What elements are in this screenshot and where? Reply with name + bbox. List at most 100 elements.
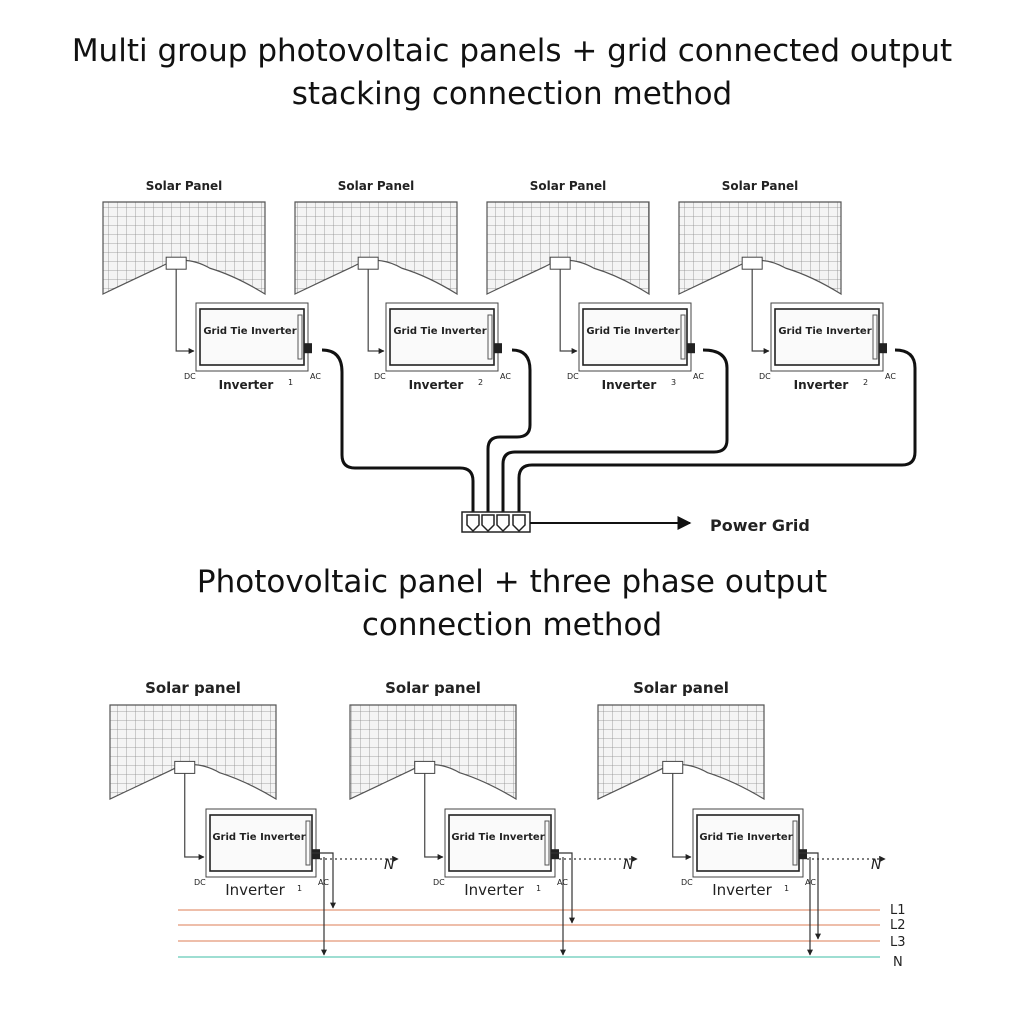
solar-panel-label: Solar Panel	[722, 179, 799, 193]
ac-cable-1	[321, 348, 475, 512]
ac-cable-3	[501, 348, 729, 512]
inverter-box	[582, 308, 688, 366]
inverter-caption: Inverter	[409, 378, 464, 392]
inverter-label: Grid Tie Inverter	[586, 326, 679, 337]
junction-box	[165, 256, 187, 270]
inverter-fin	[792, 820, 798, 866]
phase-label-l3: L3	[890, 935, 906, 950]
dc-wire	[367, 269, 385, 354]
ac-label: AC	[885, 372, 896, 381]
grid-combiner-box	[461, 511, 692, 533]
junction-box	[174, 760, 196, 774]
inverter-fin	[487, 314, 493, 360]
inverter-caption: Inverter	[464, 881, 524, 899]
inverter-caption: Inverter	[712, 881, 772, 899]
phase-label-n: N	[893, 955, 903, 970]
dc-label: DC	[184, 372, 196, 381]
inverter-box	[696, 814, 800, 872]
inverter-label: Grid Tie Inverter	[393, 326, 486, 337]
dc-label: DC	[374, 372, 386, 381]
solar-panel-label: Solar panel	[633, 679, 729, 697]
ac-connector	[687, 343, 695, 354]
inverter-label: Grid Tie Inverter	[451, 832, 544, 843]
dc-wire	[559, 269, 578, 354]
solar-panel-label: Solar panel	[385, 679, 481, 697]
phase-drop-wire	[312, 852, 336, 909]
inverter-box	[209, 814, 313, 872]
ac-connector	[494, 343, 502, 354]
dc-label: DC	[681, 878, 693, 887]
inverter-number: 1	[297, 884, 302, 893]
inverter-label: Grid Tie Inverter	[212, 832, 305, 843]
inverter-box	[199, 308, 305, 366]
ac-connector	[304, 343, 312, 354]
inverter-number: 3	[671, 378, 676, 387]
dc-wire	[424, 773, 444, 860]
neutral-marker: N	[623, 857, 634, 873]
inverter-fin	[297, 314, 303, 360]
inverter-label: Grid Tie Inverter	[699, 832, 792, 843]
solar-panel-label: Solar Panel	[530, 179, 607, 193]
inverter-fin	[544, 820, 550, 866]
ac-connector	[551, 849, 559, 860]
dc-wire	[751, 269, 770, 354]
solar-panel-label: Solar Panel	[338, 179, 415, 193]
inverter-fin	[872, 314, 878, 360]
inverter-number: 2	[478, 378, 483, 387]
top-title-line-1: Multi group photovoltaic panels + grid c…	[71, 33, 953, 69]
top-diagram-title: Multi group photovoltaic panels + grid c…	[0, 30, 1024, 116]
ac-cable-4	[517, 348, 917, 512]
bottom-title-line-1: Photovoltaic panel + three phase output	[196, 564, 828, 600]
inverter-number: 1	[784, 884, 789, 893]
inverter-box	[448, 814, 552, 872]
inverter-caption: Inverter	[602, 378, 657, 392]
inverter-caption: Inverter	[219, 378, 274, 392]
solar-panel-label: Solar Panel	[146, 179, 223, 193]
power-grid-label: Power Grid	[710, 516, 810, 535]
solar-panel	[109, 704, 277, 801]
solar-panel	[102, 201, 266, 296]
dc-label: DC	[433, 878, 445, 887]
junction-box	[662, 760, 684, 774]
ac-connector	[312, 849, 320, 860]
phase-label-l1: L1	[890, 903, 906, 918]
solar-panel	[294, 201, 458, 296]
solar-panel-label: Solar panel	[145, 679, 241, 697]
ac-label: AC	[500, 372, 511, 381]
dc-wire	[672, 773, 692, 860]
inverter-box	[389, 308, 495, 366]
bottom-title-line-2: connection method	[361, 607, 663, 643]
dc-wire	[184, 773, 205, 860]
inverter-number: 1	[536, 884, 541, 893]
junction-box	[414, 760, 436, 774]
inverter-caption: Inverter	[794, 378, 849, 392]
phase-label-l2: L2	[890, 918, 906, 933]
top-ac-cables	[321, 348, 917, 512]
inverter-label: Grid Tie Inverter	[203, 326, 296, 337]
inverter-number: 2	[863, 378, 868, 387]
ac-cable-2	[486, 348, 532, 512]
solar-panel	[678, 201, 842, 296]
bottom-diagram-title: Photovoltaic panel + three phase output …	[0, 561, 1024, 647]
inverter-fin	[680, 314, 686, 360]
inverter-caption: Inverter	[225, 881, 285, 899]
ac-label: AC	[693, 372, 704, 381]
dc-label: DC	[567, 372, 579, 381]
inverter-fin	[305, 820, 311, 866]
junction-box	[357, 256, 379, 270]
top-title-line-2: stacking connection method	[291, 76, 733, 112]
phase-drop-wire	[799, 852, 821, 940]
ac-label: AC	[805, 878, 816, 887]
phase-bus-lines	[178, 909, 880, 958]
solar-panel	[486, 201, 650, 296]
dc-label: DC	[194, 878, 206, 887]
dc-wire	[175, 269, 195, 354]
phase-drop-wire	[551, 852, 575, 924]
